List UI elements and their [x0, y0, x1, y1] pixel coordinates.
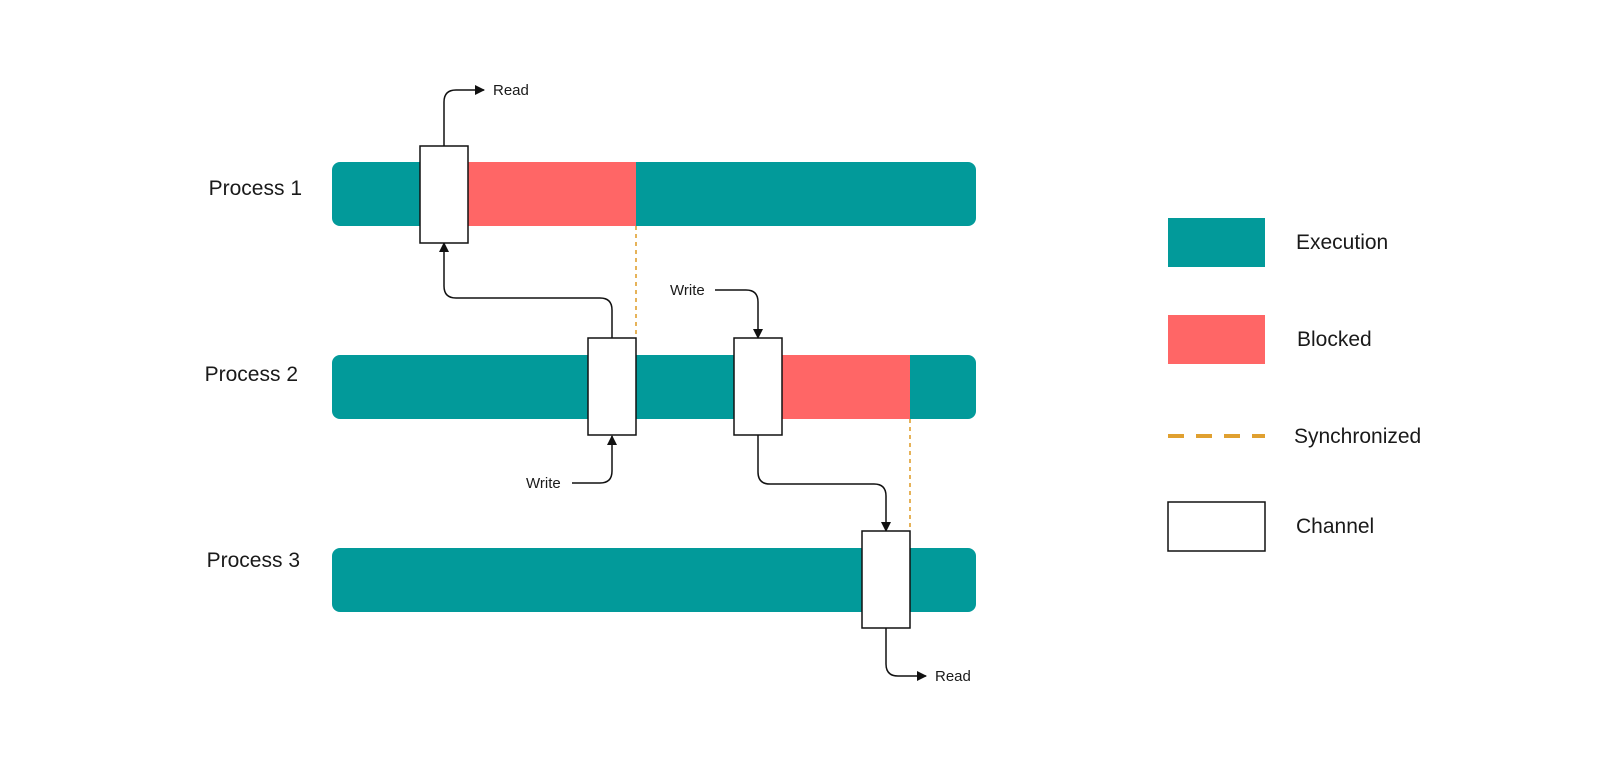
- p2-write-bottom-arrow: [572, 435, 617, 484]
- legend-channel-swatch: [1167, 501, 1266, 552]
- process-2-blocked-segment: [780, 355, 910, 419]
- legend-blocked-label: Blocked: [1297, 328, 1372, 351]
- process-3-channel: [861, 530, 911, 629]
- process-2-label: Process 2: [205, 363, 298, 386]
- process-1-blocked-segment: [466, 162, 636, 226]
- legend-channel-label: Channel: [1296, 515, 1374, 538]
- legend-execution-label: Execution: [1296, 231, 1388, 254]
- p2-write-top-arrow: [715, 289, 763, 339]
- process-2-timeline: [332, 355, 976, 419]
- process-1-channel: [419, 145, 469, 244]
- legend-synchronized-label: Synchronized: [1294, 425, 1421, 448]
- legend-blocked-swatch: [1168, 315, 1265, 364]
- p1-read-label: Read: [493, 82, 529, 99]
- process-1-label: Process 1: [209, 177, 302, 200]
- process-3-execution-bar: [332, 548, 976, 612]
- p3-read-arrow: [885, 628, 927, 681]
- p3-read-label: Read: [935, 668, 971, 685]
- process-2-channel-left: [587, 337, 637, 436]
- process-1-timeline: [332, 162, 976, 226]
- legend: Execution Blocked Synchronized Channel: [1167, 218, 1421, 552]
- p2-to-p3-channel-arrow: [757, 435, 891, 532]
- p1-read-arrow: [443, 85, 485, 146]
- p2-write-bottom-label: Write: [526, 475, 561, 492]
- p2-to-p1-channel-arrow: [439, 242, 613, 338]
- p2-write-top-label: Write: [670, 282, 705, 299]
- legend-execution-swatch: [1168, 218, 1265, 267]
- process-2-channel-right: [733, 337, 783, 436]
- process-3-label: Process 3: [207, 549, 300, 572]
- process-3-timeline: [332, 548, 976, 612]
